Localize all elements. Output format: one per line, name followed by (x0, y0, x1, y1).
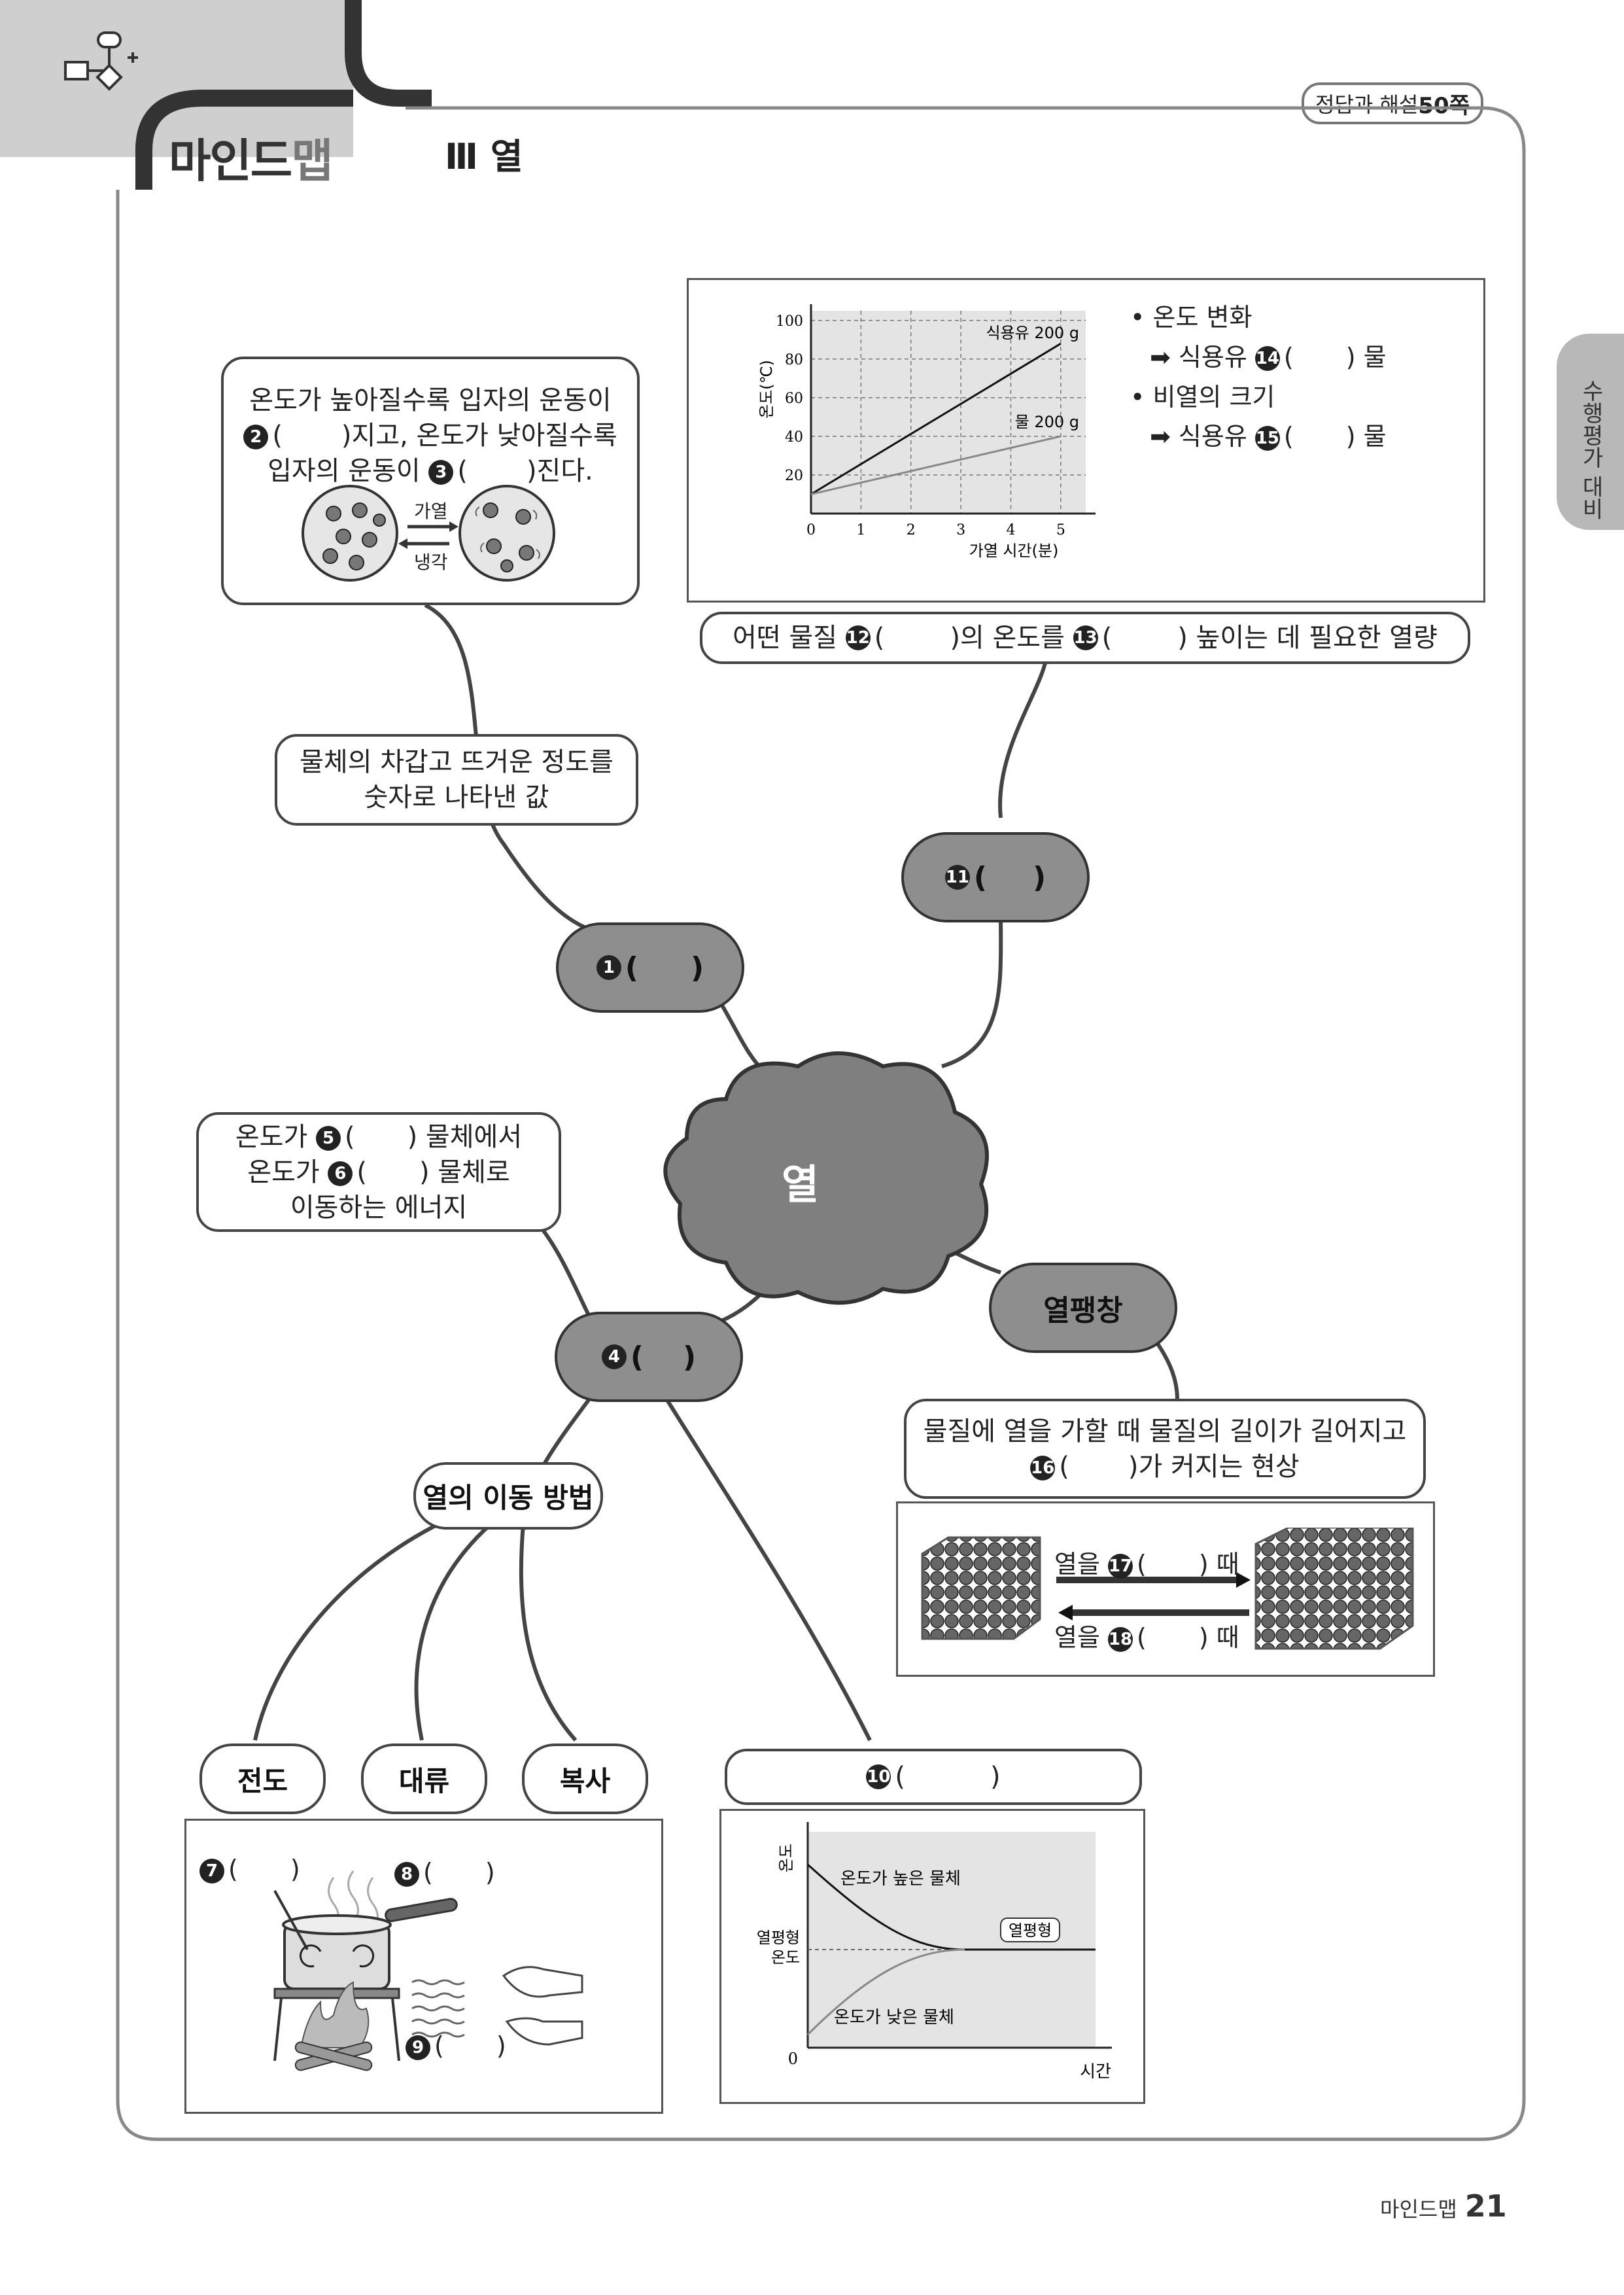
x-tick-label: 0 (806, 522, 816, 538)
expansion-line-2: 16()가 커지는 현상 (1030, 1451, 1300, 1482)
equilibrium-tag: 열평형 (1009, 1921, 1052, 1940)
blank-number-4: 4 (601, 1344, 627, 1369)
heat-def-line-2: 온도가 6() 물체로 (247, 1157, 510, 1187)
node-conduction: 전도 (199, 1743, 326, 1814)
x-tick-label: 4 (1006, 522, 1015, 538)
specific-heat-definition-box: 어떤 물질 12()의 온도를 13() 높이는 데 필요한 열량 (700, 612, 1470, 664)
note-oil-14: ➡ 식용유 14() 물 (1150, 342, 1387, 372)
side-tab: 수행평가 대비 (1557, 334, 1624, 530)
node-radiation: 복사 (522, 1743, 648, 1814)
blank-number-14: 14 (1254, 346, 1280, 372)
equilibrium-tag-box (1000, 1918, 1060, 1942)
y-axis-label: 온도(℃) (757, 360, 776, 419)
y-tick-label: 100 (776, 313, 803, 330)
blank-number-3: 3 (428, 460, 454, 485)
x-tick-label: 5 (1056, 522, 1065, 538)
node-11-specific-heat: 11() (901, 832, 1090, 922)
heat-def-line-1: 온도가 5() 물체에서 (235, 1121, 523, 1152)
y-tick-label: 80 (785, 352, 803, 368)
x-axis-label: 시간 (1080, 2062, 1111, 2082)
particle-line-2: 2()지고, 온도가 낮아질수록 (243, 418, 617, 453)
expansion-cubes (921, 1528, 1414, 1650)
node-thermal-expansion: 열팽창 (989, 1263, 1177, 1353)
node-1-temperature: 1() (556, 922, 744, 1013)
heat-transfer-panel (184, 1819, 663, 2114)
x-tick-label: 2 (907, 522, 916, 538)
blank-number-9: 9 (406, 2035, 430, 2060)
cooling-label: 냉각 (414, 552, 448, 573)
heat-definition-box: 온도가 5() 물체에서 온도가 6() 물체로 이동하는 에너지 (196, 1112, 561, 1232)
y-tick-label: 60 (785, 391, 803, 407)
node-10-equilibrium-box: 10() (725, 1749, 1142, 1805)
note-oil-15: ➡ 식용유 15() 물 (1150, 422, 1387, 451)
series-line-2 (806, 1948, 965, 2036)
temp-def-line-2: 숫자로 나타낸 값 (364, 782, 549, 813)
equilibrium-axis-label-2: 온도 (771, 1948, 800, 1967)
x-axis-label: 가열 시간(분) (969, 542, 1059, 560)
y-tick-label: 20 (785, 468, 803, 484)
blank-number-13: 13 (1073, 625, 1098, 650)
mindmap-logo: 마인드맵 (169, 134, 334, 188)
expansion-line-1: 물질에 열을 가할 때 물질의 길이가 길어지고 (923, 1416, 1407, 1446)
node-convection: 대류 (361, 1743, 487, 1814)
thermal-expansion-box: 물질에 열을 가할 때 물질의 길이가 길어지고 16()가 커지는 현상 (904, 1399, 1426, 1499)
note-specific-heat-size: • 비열의 크기 (1130, 382, 1275, 412)
particle-diagram (302, 485, 555, 582)
x-tick-label: 1 (856, 522, 865, 538)
blank-number-16: 16 (1030, 1455, 1056, 1480)
blank-number-15: 15 (1254, 425, 1280, 451)
series-label-1: 식용유 200 g (986, 324, 1079, 342)
equilibrium-axis-label-1: 열평형 (757, 1929, 800, 1947)
blank-number-11: 11 (944, 865, 970, 890)
temperature-definition-box: 물체의 차갑고 뜨거운 정도를 숫자로 나타낸 값 (275, 734, 638, 826)
heating-label: 가열 (414, 500, 448, 522)
y-axis-label: 온도 (777, 1844, 795, 1872)
blank-number-5: 5 (315, 1125, 341, 1151)
blank-number-7: 7 (199, 1858, 224, 1883)
x-tick-label: 3 (956, 522, 965, 538)
blank-number-18: 18 (1108, 1626, 1133, 1652)
blank-number-1: 1 (596, 955, 621, 980)
series-label-1: 온도가 높은 물체 (840, 1869, 961, 1889)
flowchart-icon (64, 31, 138, 91)
heat-transfer-illustration (273, 1870, 583, 2071)
answer-reference: 정답과 해설 50쪽 (1302, 82, 1483, 124)
specific-heat-graph: 20 40 60 80 100 0 1 2 3 4 5 가열 시간(분) 온도(℃) 식용유 200 g 물… (757, 304, 1096, 560)
series-label-2: 온도가 낮은 물체 (834, 2008, 954, 2027)
series-line-1 (810, 342, 1062, 495)
series-label-2: 물 200 g (1015, 413, 1079, 431)
heat-def-line-3: 이동하는 에너지 (290, 1192, 468, 1223)
section-title: Ⅲ 열 (445, 136, 523, 177)
particle-line-3: 입자의 운동이 3()진다. (268, 456, 593, 486)
blank-number-2: 2 (243, 425, 269, 449)
blank-7-label: 7() (199, 1855, 300, 1883)
temp-def-line-1: 물체의 차갑고 뜨거운 정도를 (300, 747, 613, 777)
blank-number-10: 10 (866, 1764, 891, 1789)
center-cloud (663, 1051, 989, 1305)
origin-label: 0 (788, 2050, 798, 2068)
blank-number-17: 17 (1108, 1553, 1133, 1579)
center-topic: 열 (782, 1161, 820, 1208)
specific-heat-notes: • 온도 변화 ➡ 식용유 14() 물 • 비열의 크기 ➡ 식용유 15()… (1130, 298, 1387, 457)
heat-loss-label: 열을 18() 때 (1054, 1623, 1239, 1652)
series-line-1 (806, 1863, 1096, 1951)
header-frame (135, 0, 432, 190)
header-block (0, 0, 353, 157)
blank-number-6: 6 (328, 1161, 353, 1186)
blank-number-8: 8 (394, 1861, 419, 1887)
blank-number-12: 12 (845, 625, 871, 650)
series-line-2 (810, 435, 1062, 495)
y-tick-label: 40 (785, 429, 803, 446)
particle-motion-box: 온도가 높아질수록 입자의 운동이 2()지고, 온도가 낮아질수록 입자의 운… (221, 357, 640, 605)
blank-9-label: 9() (406, 2031, 506, 2060)
note-temp-change: • 온도 변화 (1130, 303, 1253, 332)
particle-line-1: 온도가 높아질수록 입자의 운동이 (249, 385, 612, 415)
node-heat-transfer-methods: 열의 이동 방법 (413, 1462, 603, 1530)
node-4-heat: 4() (555, 1312, 743, 1402)
blank-8-label: 8() (394, 1858, 495, 1887)
heat-gain-label: 열을 17() 때 (1054, 1550, 1239, 1579)
